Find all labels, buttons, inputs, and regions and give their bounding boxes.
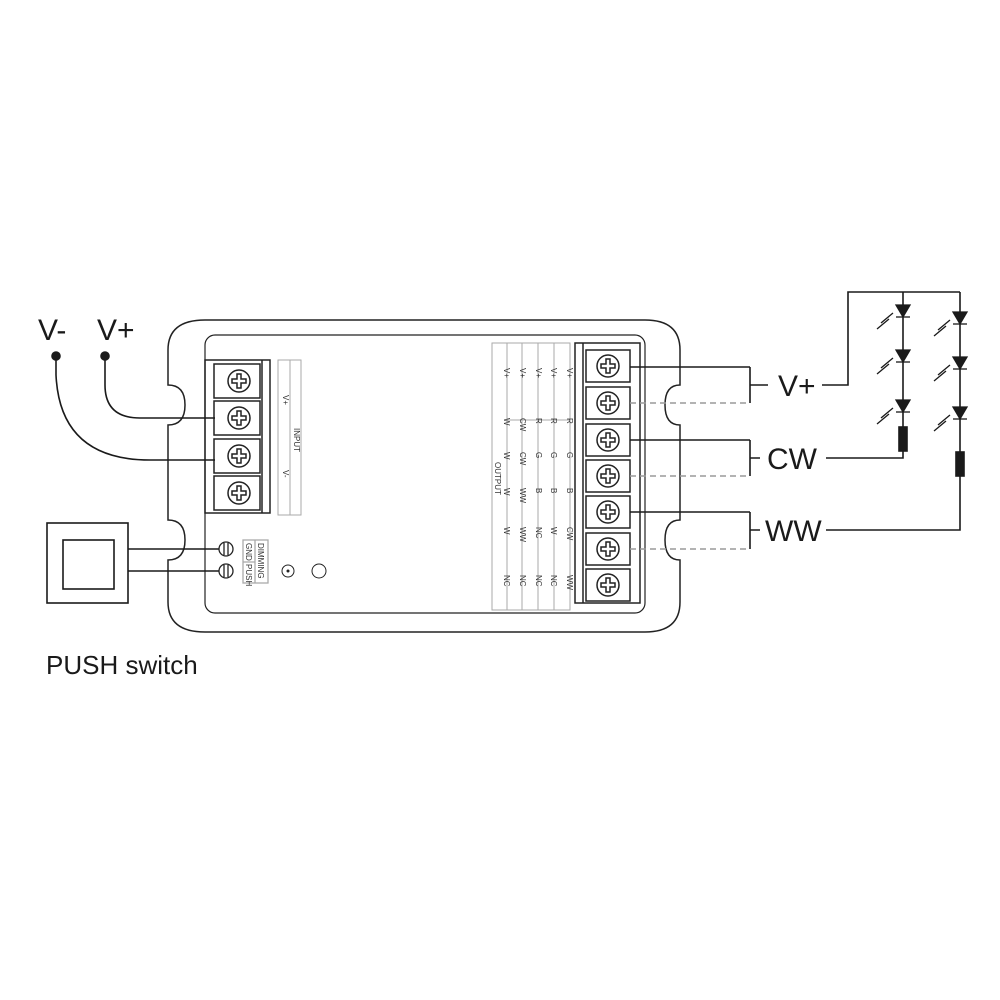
terminal-screw-icon[interactable] (585, 568, 631, 602)
push-switch-label: PUSH switch (46, 650, 198, 680)
terminal-screw-icon[interactable] (213, 400, 261, 436)
supply-vminus-label: V- (38, 314, 66, 347)
output-table (491, 342, 571, 611)
output-table-cell: V+ (502, 368, 511, 378)
terminal-screw-icon[interactable] (585, 423, 631, 457)
terminal-screw-icon[interactable] (213, 363, 261, 399)
input-vplus-label: V+ (281, 395, 290, 405)
output-table-cell: B (565, 488, 574, 493)
terminal-screw-icon[interactable] (585, 349, 631, 383)
output-table-cell: V+ (565, 368, 574, 378)
dimming-push: PUSH (244, 564, 253, 586)
terminal-screw-icon[interactable] (585, 495, 631, 529)
output-table-cell: W (502, 488, 511, 496)
output-table-cell: WW (518, 527, 527, 543)
output-vplus-label: V+ (778, 370, 816, 403)
output-table-cell: NC (534, 527, 543, 539)
terminal-screw-icon[interactable] (585, 532, 631, 566)
output-table-cell: NC (534, 575, 543, 587)
terminal-screw-icon[interactable] (213, 438, 261, 474)
output-table-cell: WW (518, 488, 527, 504)
dimming-title: DIMMING (256, 543, 265, 579)
led-strips (822, 291, 969, 531)
output-table-cell: NC (502, 575, 511, 587)
output-table-cell: V+ (549, 368, 558, 378)
led-diode-icon (876, 304, 912, 330)
dimming-gnd: GND (244, 543, 253, 561)
output-table-cell: NC (549, 575, 558, 587)
terminal-screw-icon[interactable] (213, 475, 261, 511)
led-indicator-icon (281, 564, 295, 578)
push-switch[interactable] (46, 522, 219, 604)
output-table-cell: WW (565, 575, 574, 591)
button-hole-icon[interactable] (311, 563, 327, 579)
output-table-cell: R (549, 418, 558, 424)
terminal-screw-icon[interactable] (585, 386, 631, 420)
output-table-cell: G (534, 452, 543, 458)
led-diode-icon (876, 349, 912, 375)
led-diode-icon (933, 356, 969, 382)
led-diode-icon (876, 399, 912, 425)
output-table-cell: W (549, 527, 558, 535)
supply-wires (51, 351, 215, 461)
output-table-cell: V+ (518, 368, 527, 378)
output-wiring (630, 366, 768, 550)
output-table-cell: NC (518, 575, 527, 587)
output-terminal-block (574, 342, 641, 604)
output-table-cell: G (565, 452, 574, 458)
output-table-cell: B (534, 488, 543, 493)
output-table-cell: R (565, 418, 574, 424)
led-diode-icon (933, 311, 969, 337)
output-table-cell: W (502, 452, 511, 460)
output-table-cell: CW (565, 527, 574, 541)
output-table-cell: R (534, 418, 543, 424)
output-table-cell: V+ (534, 368, 543, 378)
input-label-box: V+ V- INPUT (277, 359, 302, 516)
output-cw-label: CW (767, 443, 818, 476)
input-vminus-label: V- (281, 470, 290, 478)
output-table-cell: CW (518, 452, 527, 466)
terminal-screw-icon[interactable] (585, 459, 631, 493)
output-table-cell: G (549, 452, 558, 458)
input-terminal-block (204, 359, 271, 514)
input-label: INPUT (292, 428, 301, 452)
led-diode-icon (933, 406, 969, 432)
output-table-cell: B (549, 488, 558, 493)
output-table-cell: CW (518, 418, 527, 432)
output-table-cell: W (502, 527, 511, 535)
supply-vplus-label: V+ (97, 314, 135, 347)
output-title: OUTPUT (493, 462, 502, 495)
output-table-cell: W (502, 418, 511, 426)
output-ww-label: WW (765, 515, 822, 548)
